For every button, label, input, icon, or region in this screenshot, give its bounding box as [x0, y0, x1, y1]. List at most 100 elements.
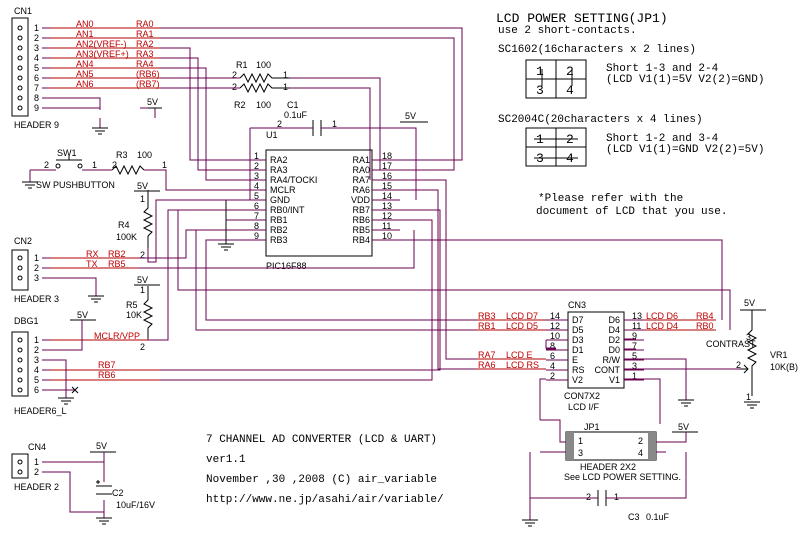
r1-pin1: 1	[283, 70, 288, 80]
cn3-left-pin-name: RS	[572, 365, 585, 375]
cn1-pin-label: 1	[34, 23, 39, 33]
cn1-pin-label: 2	[34, 33, 39, 43]
r3-resistor: R3 100 2 1	[111, 150, 167, 176]
cn2-header: HEADER 3	[14, 294, 59, 304]
cn1-pin	[17, 45, 23, 51]
vr1-pin2: 2	[736, 360, 741, 370]
u1-right-pin-number: 15	[382, 181, 392, 191]
u1-right-pin-name: RB5	[352, 225, 370, 235]
dbg1-pin	[17, 387, 23, 393]
u1-left-pin-number: 2	[254, 161, 259, 171]
dbg1-pin	[17, 337, 23, 343]
cn1-net-1: AN1	[76, 29, 94, 39]
cn1-power-wires	[50, 97, 156, 128]
cn3-lnet-1b: LCD D5	[506, 321, 538, 331]
cn3-left-pin-number: 2	[550, 371, 555, 381]
jp1-pin4: 4	[638, 448, 643, 458]
u1-left-pin-number: 1	[254, 151, 259, 161]
dbg1-net-rb6: RB6	[98, 370, 116, 380]
dbg1-vcc: 5V	[77, 310, 88, 320]
cn3-right-pin-number: 11	[632, 321, 641, 331]
r3-pin2: 2	[112, 160, 117, 170]
cn3-right-pin-number: 9	[632, 331, 637, 341]
c1-ref: C1	[287, 100, 299, 110]
c3-ref: C3	[628, 512, 640, 522]
title-line-1: 7 CHANNEL AD CONVERTER (LCD & UART)	[206, 434, 437, 446]
r4-vcc: 5V	[137, 181, 148, 191]
vr1-vcc: 5V	[744, 298, 755, 308]
dbg1-wires	[50, 209, 441, 398]
jp1-wires	[529, 419, 687, 520]
dbg1-ref: DBG1	[14, 316, 39, 326]
cn1-pin	[17, 95, 23, 101]
bus-wires	[160, 27, 731, 370]
sc1602-title: SC1602(16characters x 2 lines)	[498, 44, 696, 56]
sc2004-shorts	[534, 138, 578, 159]
r5-resistor: 5V 1 R5 10K 2	[126, 275, 160, 352]
sw1-pin2: 2	[44, 160, 49, 170]
cn3-lnet-4b: LCD E	[506, 350, 533, 360]
sw1-wires	[29, 169, 112, 182]
cn2-gnd	[88, 295, 104, 303]
c3-pin2: 2	[586, 492, 591, 502]
cn2-port-rb5: RB5	[108, 259, 126, 269]
cn2-net-tx: TX	[86, 259, 98, 269]
c2-gnd	[96, 517, 112, 525]
cn3-right-pin-number: 13	[632, 311, 642, 321]
cn3-lnet-4a: RA7	[478, 350, 496, 360]
dbg1-body	[11, 331, 29, 397]
cn1-pin	[17, 35, 23, 41]
cn1-pin-label: 7	[34, 83, 39, 93]
sw1-contact-a	[55, 163, 61, 169]
sc1602-g3: 3	[536, 83, 544, 98]
cn1-pin	[17, 55, 23, 61]
u1-right-pin-number: 17	[382, 161, 392, 171]
cn3-rnet-1a: LCD D4	[646, 321, 678, 331]
r2-resistor: 2 1 R2 100	[232, 82, 290, 110]
u1-left-pin-number: 7	[254, 211, 259, 221]
u1-right-pin-number: 18	[382, 151, 392, 161]
cn1-pin-label: 4	[34, 53, 39, 63]
jp1-pin3: 3	[578, 448, 583, 458]
cn3-left-pin-name: D5	[572, 325, 584, 335]
r5-vcc: 5V	[137, 275, 148, 285]
r4-value: 100K	[116, 232, 137, 242]
cn1-pin-label: 5	[34, 63, 39, 73]
jp1-jumper: JP1 1 2 3 4 HEADER 2X2 See LCD POWER SET…	[564, 422, 689, 482]
r5-zigzag	[142, 286, 154, 338]
cn3-net-wires	[476, 319, 716, 370]
sc1602-g4: 4	[566, 83, 574, 98]
c3-plates	[597, 490, 607, 506]
u1-right-pin-name: RA1	[352, 155, 370, 165]
cn4-ref: CN4	[28, 442, 46, 452]
u1-right-pin-name: RA6	[352, 185, 370, 195]
c1-pin1: 1	[332, 119, 337, 129]
cn4-body	[11, 453, 29, 479]
cn4-pin	[17, 469, 23, 475]
u1-left-pin-name: RB0/INT	[270, 205, 305, 215]
cn3-rnet-0b: RB4	[696, 311, 714, 321]
dbg1-pin	[17, 357, 23, 363]
sc1602-g1: 1	[536, 64, 544, 79]
cn1-port-2: RA2	[136, 39, 154, 49]
cn2-pin	[17, 265, 23, 271]
cn3-right-pin-name: D0	[608, 345, 620, 355]
sc2004-grid-lines	[526, 128, 586, 166]
cn1-port-1: RA1	[136, 29, 154, 39]
cn3-right-pin-number: 3	[632, 361, 637, 371]
cn3-part: CON7X2	[564, 391, 600, 401]
c2-capacitor: C2 10uF/16V	[96, 480, 155, 510]
cn3-lnet-0b: LCD D7	[506, 311, 538, 321]
u1-left-pin-number: 5	[254, 191, 259, 201]
u1-left-pin-name: RA4/TOCKI	[270, 175, 317, 185]
cn3-rnet-0a: LCD D6	[646, 311, 678, 321]
vr1-element	[740, 309, 766, 396]
cn3-left-pin-number: 10	[550, 331, 560, 341]
u1-left-pin-name: RB2	[270, 225, 288, 235]
cn1-port-6: (RB7)	[136, 79, 160, 89]
u1-right-pin-name: VDD	[351, 195, 371, 205]
cn1-net-0: AN0	[76, 19, 94, 29]
c3-gnd	[522, 519, 538, 527]
cn3-left-pin-number: 12	[550, 321, 560, 331]
